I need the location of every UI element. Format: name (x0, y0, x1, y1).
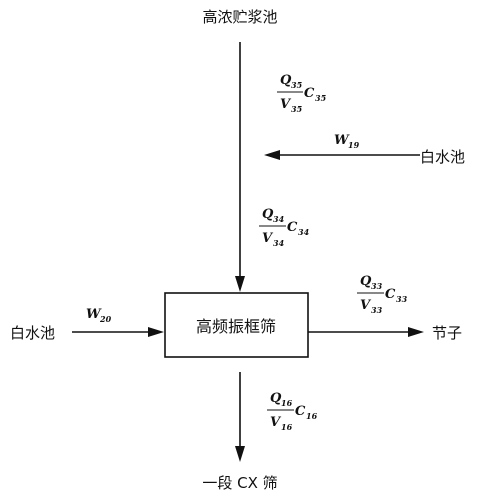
formula-w20: W 20 (86, 307, 112, 324)
svg-text:C: C (287, 220, 298, 235)
svg-text:35: 35 (291, 104, 303, 114)
svg-text:16: 16 (306, 411, 318, 421)
svg-text:W: W (334, 133, 350, 148)
svg-text:Q: Q (280, 73, 292, 88)
svg-text:W: W (86, 307, 102, 322)
screen-box (164, 292, 309, 358)
svg-text:C: C (304, 86, 315, 101)
svg-text:V: V (270, 415, 282, 430)
svg-text:Q: Q (360, 274, 372, 289)
svg-text:33: 33 (371, 281, 383, 291)
svg-text:20: 20 (99, 314, 112, 324)
svg-text:V: V (280, 97, 292, 112)
svg-text:V: V (360, 298, 372, 313)
svg-text:19: 19 (348, 140, 360, 150)
white-water-right-arrowhead (264, 150, 280, 160)
svg-text:16: 16 (281, 422, 293, 432)
svg-text:34: 34 (273, 238, 285, 248)
svg-text:Q: Q (270, 391, 282, 406)
svg-text:33: 33 (396, 294, 408, 304)
accepts-arrowhead (235, 446, 245, 462)
svg-text:C: C (385, 287, 396, 302)
svg-text:C: C (295, 404, 306, 419)
bottom-destination-label: 一段 CX 筛 (202, 474, 277, 492)
screen-label: 高频振框筛 (196, 317, 276, 336)
top-source-label: 高浓贮浆池 (202, 8, 277, 26)
svg-text:34: 34 (273, 214, 285, 224)
svg-text:33: 33 (371, 305, 383, 315)
white-water-right-label: 白水池 (420, 148, 465, 166)
rejects-label: 节子 (432, 324, 462, 342)
white-water-left-label: 白水池 (10, 324, 55, 342)
rejects-arrowhead (408, 327, 424, 337)
formula-f33: Q 33 V 33 C 33 (357, 274, 408, 315)
white-water-left-arrowhead (148, 327, 164, 337)
formula-f34: Q 34 V 34 C 34 (259, 207, 310, 248)
svg-text:35: 35 (315, 93, 327, 103)
svg-text:V: V (262, 231, 274, 246)
formula-w19: W 19 (334, 133, 360, 150)
formula-f35: Q 35 V 35 C 35 (277, 73, 327, 114)
formula-f16: Q 16 V 16 C 16 (267, 391, 318, 432)
svg-text:Q: Q (262, 207, 274, 222)
svg-text:34: 34 (298, 227, 310, 237)
svg-text:16: 16 (281, 398, 293, 408)
svg-text:35: 35 (291, 80, 303, 90)
top-inflow-arrowhead (235, 276, 245, 292)
